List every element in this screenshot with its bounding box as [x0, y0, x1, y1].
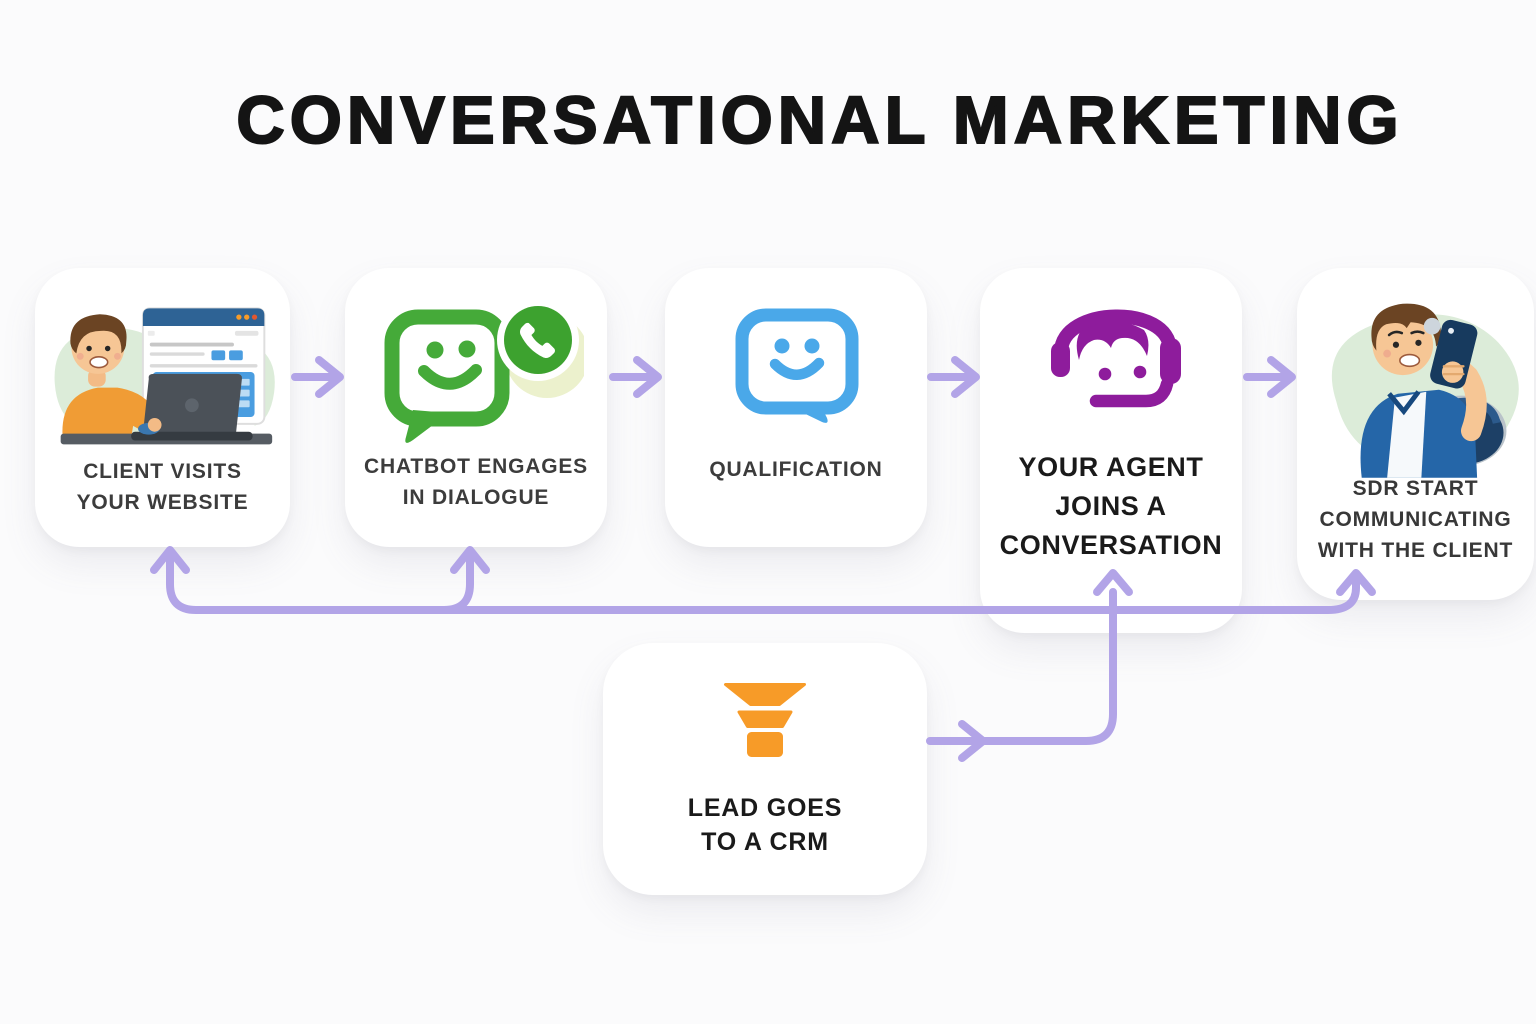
green-chat-bubble-whatsapp-icon — [384, 299, 584, 443]
headband — [1054, 309, 1177, 359]
orange-sales-funnel-icon — [724, 683, 806, 757]
hair — [1371, 303, 1442, 351]
laptop — [131, 373, 253, 441]
arrow-agent-to-sdr — [1243, 356, 1296, 398]
man-with-phone-illustration — [1331, 303, 1519, 478]
hand — [1441, 361, 1464, 383]
hair-bangs — [1076, 321, 1149, 360]
right-earcup — [1160, 338, 1181, 384]
card-label: SDR START COMMUNICATING WITH THE CLIENT — [1317, 477, 1514, 562]
card-qualification: QUALIFICATION — [665, 268, 927, 547]
whatsapp-badge — [504, 306, 572, 374]
card-label: QUALIFICATION — [709, 458, 883, 481]
white-tee — [1387, 391, 1427, 478]
arrow-up-into-chatbot-card — [450, 546, 490, 574]
card-agent-joins: YOUR AGENT JOINS A CONVERSATION — [980, 268, 1242, 633]
page-title: CONVERSATIONAL MARKETING — [235, 82, 1404, 159]
bubble-tail — [791, 402, 828, 423]
card-sdr-communicates: SDR START COMMUNICATING WITH THE CLIENT — [1297, 268, 1534, 600]
arrow-client-to-chatbot — [291, 356, 344, 398]
left-earcup — [1051, 342, 1070, 377]
microphone-arm — [1089, 377, 1174, 408]
arrow-up-into-client-card — [150, 546, 190, 574]
card-label: CLIENT VISITS YOUR WEBSITE — [76, 460, 249, 514]
card-client-visits-website: CLIENT VISITS YOUR WEBSITE — [35, 268, 290, 547]
arm — [1443, 352, 1487, 442]
purple-support-agent-headset-icon — [1051, 309, 1181, 408]
blue-chat-bubble-smiley-icon — [735, 308, 859, 423]
card-label: LEAD GOES TO A CRM — [687, 794, 843, 856]
arrow-chatbot-to-qualification — [609, 356, 662, 398]
hand — [147, 417, 162, 432]
bubble-tail — [405, 410, 449, 443]
arrow-qualification-to-agent — [927, 356, 980, 398]
card-chatbot-engages: CHATBOT ENGAGES IN DIALOGUE — [345, 268, 607, 547]
arrow-right-chevron — [958, 720, 987, 762]
card-lead-to-crm: LEAD GOES TO A CRM — [603, 643, 927, 895]
card-label: YOUR AGENT JOINS A CONVERSATION — [999, 452, 1223, 560]
phone-handset-glyph — [520, 322, 555, 358]
camera-lens — [1423, 317, 1441, 335]
card-label: CHATBOT ENGAGES IN DIALOGUE — [364, 455, 588, 509]
person-orange-sweater — [62, 314, 165, 438]
man-at-laptop-illustration — [54, 307, 275, 445]
